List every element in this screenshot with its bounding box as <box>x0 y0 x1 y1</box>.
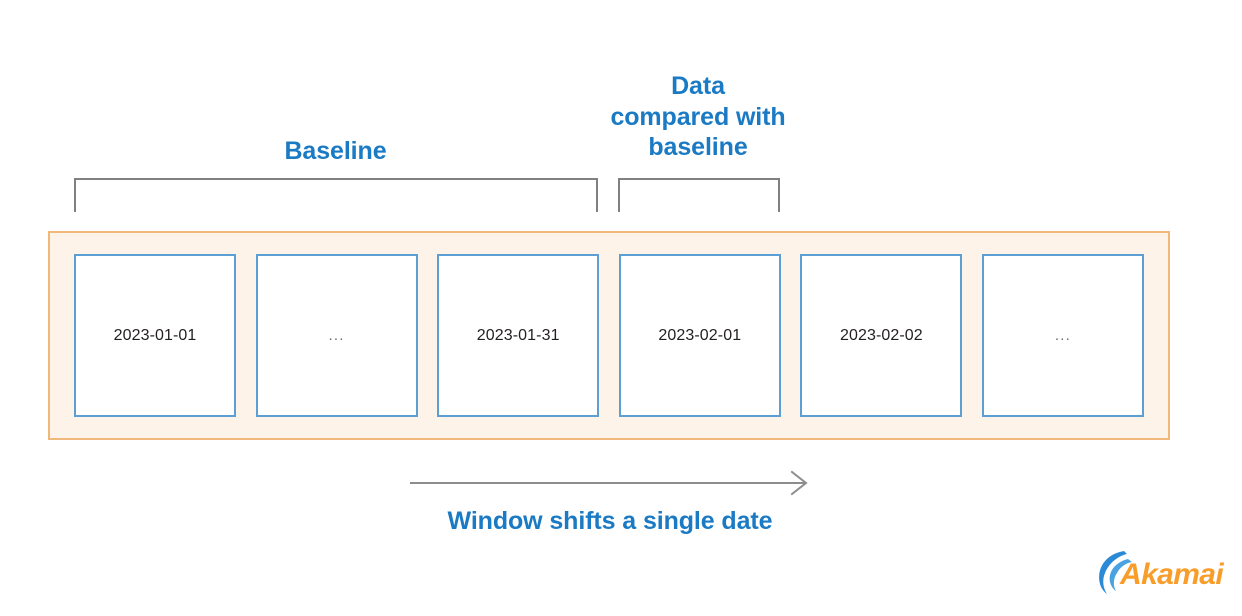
compared-caption-line-1: Data <box>671 72 725 100</box>
compared-caption: Data compared with baseline <box>598 71 798 163</box>
compared-bracket <box>618 178 780 212</box>
date-card-label: 2023-02-02 <box>839 326 923 344</box>
date-card-label: ... <box>328 327 345 344</box>
shift-caption: Window shifts a single date <box>447 507 773 535</box>
sliding-window-band: 2023-01-01 ... 2023-01-31 2023-02-01 202… <box>48 231 1170 440</box>
date-card-label: 2023-02-01 <box>658 326 742 344</box>
date-card: 2023-01-01 <box>74 254 236 417</box>
date-card: 2023-02-01 <box>618 254 781 417</box>
date-cards-row: 2023-01-01 ... 2023-01-31 2023-02-01 202… <box>74 254 1144 417</box>
baseline-caption-line-1: Baseline <box>284 137 387 165</box>
date-card: ... <box>981 254 1144 417</box>
akamai-logo: Akamai <box>1094 546 1228 598</box>
baseline-caption: Baseline <box>74 136 597 167</box>
date-card-label: 2023-01-31 <box>476 326 560 344</box>
date-card: 2023-01-31 <box>437 254 600 417</box>
compared-caption-line-3: baseline <box>648 133 748 161</box>
date-card: ... <box>255 254 418 417</box>
date-card-label: ... <box>1054 327 1072 344</box>
akamai-wave-icon <box>1099 551 1132 594</box>
date-card: 2023-02-02 <box>800 254 963 417</box>
shift-arrow-icon <box>410 468 810 498</box>
akamai-wordmark: Akamai <box>1119 558 1224 591</box>
compared-caption-line-2: compared with <box>610 102 786 131</box>
date-card-label: 2023-01-01 <box>113 326 197 344</box>
baseline-bracket <box>74 178 598 212</box>
